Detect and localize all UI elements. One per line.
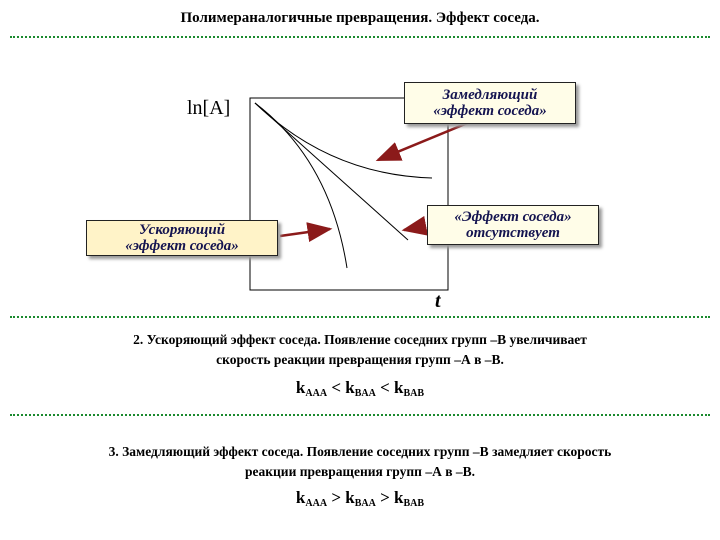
label-none-line2: отсутствует <box>466 225 560 241</box>
label-slowing-effect: Замедляющий «эффект соседа» <box>404 82 576 124</box>
section-3-text: 3. Замедляющий эффект соседа. Появление … <box>108 444 612 479</box>
divider-top <box>10 36 710 38</box>
label-fast-line1: Ускоряющий <box>138 222 226 238</box>
label-slowing-line1: Замедляющий <box>442 87 538 103</box>
plot-frame <box>249 97 449 291</box>
divider-middle <box>10 316 710 318</box>
label-accelerating-effect: Ускоряющий «эффект соседа» <box>86 220 278 256</box>
x-axis-label: t <box>435 290 442 312</box>
divider-bottom <box>10 414 710 416</box>
label-none-line1: «Эффект соседа» <box>454 209 572 225</box>
arrow-to-accelerating-curve <box>279 222 333 243</box>
curve-no-effect <box>254 102 409 241</box>
label-no-effect: «Эффект соседа» отсутствует <box>427 205 599 245</box>
arrow-to-no-effect-curve <box>401 215 428 236</box>
section-2-formula: kAAA < kBAA < kBAB <box>295 378 425 399</box>
section-2-text: 2. Ускоряющий эффект соседа. Появление с… <box>133 332 587 367</box>
label-fast-line2: «эффект соседа» <box>125 238 239 254</box>
label-slowing-line2: «эффект соседа» <box>433 103 547 119</box>
arrow-to-slowing-curve <box>375 120 471 162</box>
page-title: Полимераналогичные превращения. Эффект с… <box>180 10 540 26</box>
y-axis-label: ln[A] <box>187 97 230 119</box>
section-3-formula: kAAA > kBAA > kBAB <box>295 488 425 509</box>
curve-accelerating <box>254 102 348 269</box>
